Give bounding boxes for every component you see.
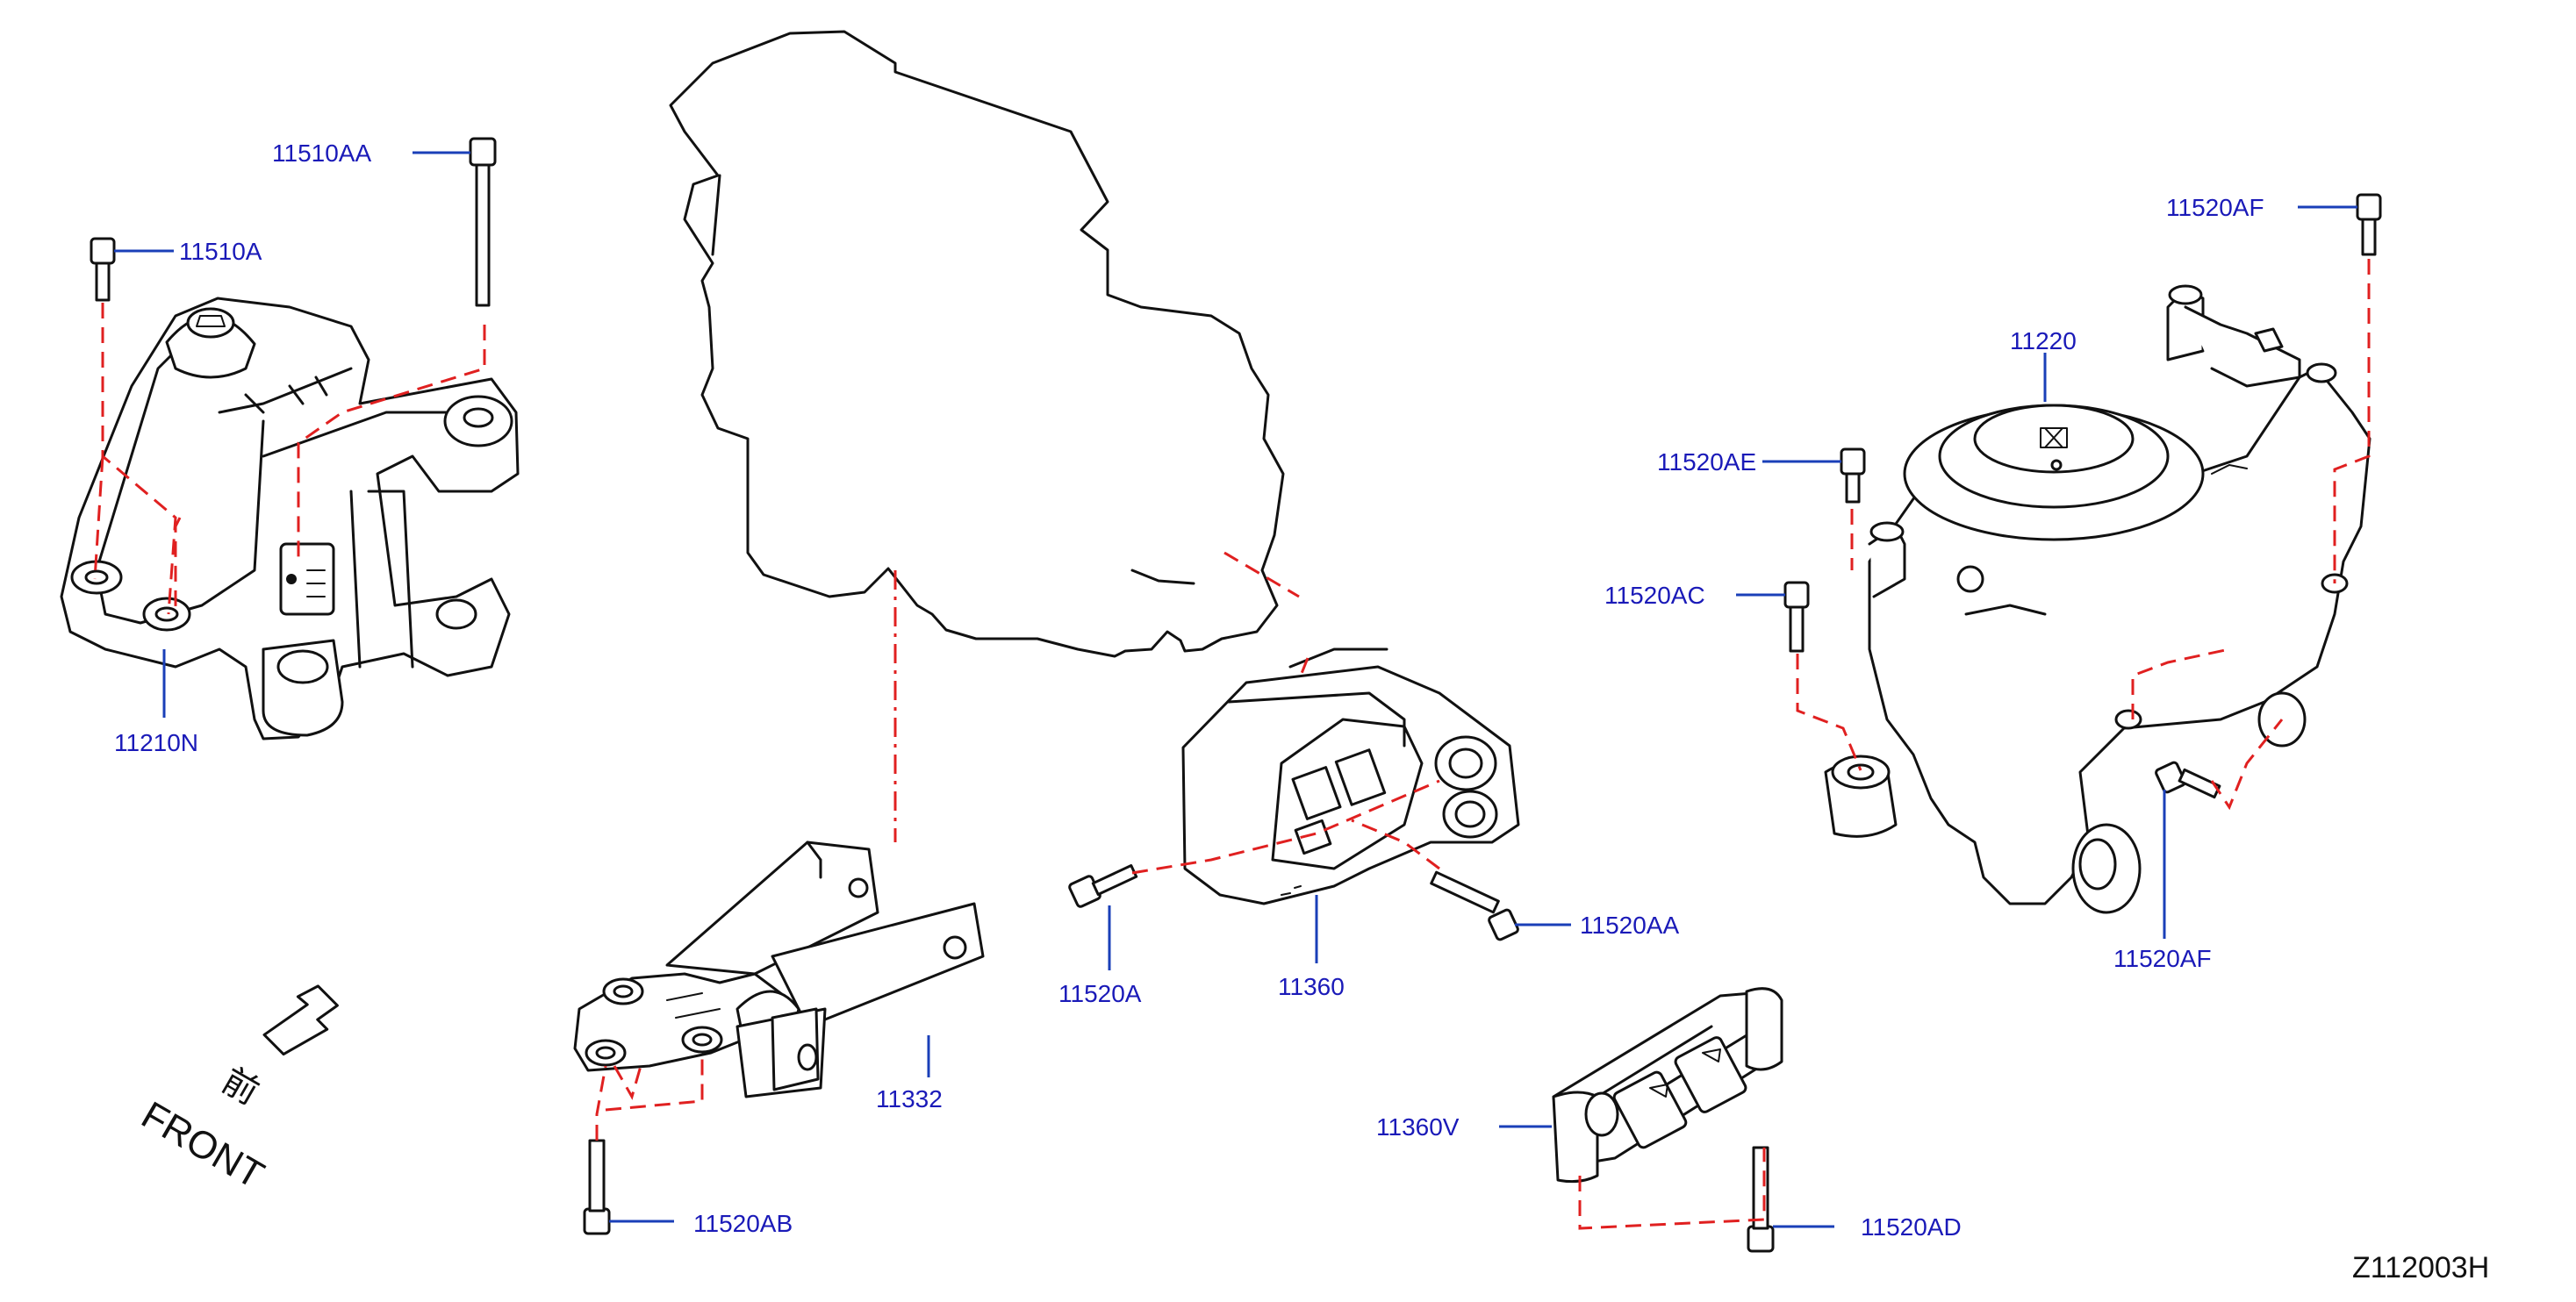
label-11220: 11220 (2010, 327, 2077, 354)
bolt-11520ac (1783, 581, 1810, 653)
front-arrow-icon (262, 984, 339, 1056)
engine-outline (669, 30, 1285, 658)
bracket-11332 (573, 841, 985, 1098)
isolator-11360v (1552, 987, 1783, 1184)
label-11520ab: 11520AB (693, 1210, 793, 1237)
diagram-code: Z112003H (2352, 1251, 2489, 1284)
front-kanji: 前 (215, 1061, 266, 1113)
mount-11360 (1181, 647, 1520, 905)
bolt-11520aa (1430, 870, 1519, 941)
bolt-11520af-bottom (2155, 761, 2221, 799)
assembly-lines (93, 259, 2371, 1230)
bolt-11520ae (1840, 447, 1866, 504)
bolt-11510a (90, 237, 116, 302)
bolt-11520a (1068, 864, 1138, 908)
label-11520af-top: 11520AF (2166, 194, 2264, 221)
bolt-11520ad (1747, 1146, 1775, 1253)
label-11360: 11360 (1278, 973, 1345, 1000)
label-11210n: 11210N (114, 729, 198, 756)
label-11510a: 11510A (179, 238, 262, 265)
leader-lines (114, 151, 2357, 1228)
bolt-11520af-top (2356, 193, 2382, 256)
label-11520ac: 11520AC (1604, 582, 1705, 609)
label-11520a: 11520A (1058, 980, 1142, 1007)
front-direction-indicator: 前 FRONT (134, 984, 339, 1197)
bolt-11510aa (469, 137, 497, 307)
label-11520aa: 11520AA (1580, 912, 1679, 939)
mount-11220 (1824, 284, 2371, 914)
label-11360v: 11360V (1376, 1113, 1460, 1141)
bolt-11520ab (583, 1139, 611, 1235)
label-11520ae: 11520AE (1657, 448, 1756, 476)
label-11520ad: 11520AD (1861, 1213, 1962, 1241)
label-11332: 11332 (876, 1085, 943, 1112)
engine-mount-left (60, 297, 520, 740)
front-label: FRONT (134, 1093, 271, 1197)
label-11510aa: 11510AA (272, 140, 371, 167)
label-11520af-bottom: 11520AF (2113, 945, 2212, 972)
part-labels: 11510AA 11510A 11210N 11332 11520AB 1152… (114, 140, 2264, 1241)
